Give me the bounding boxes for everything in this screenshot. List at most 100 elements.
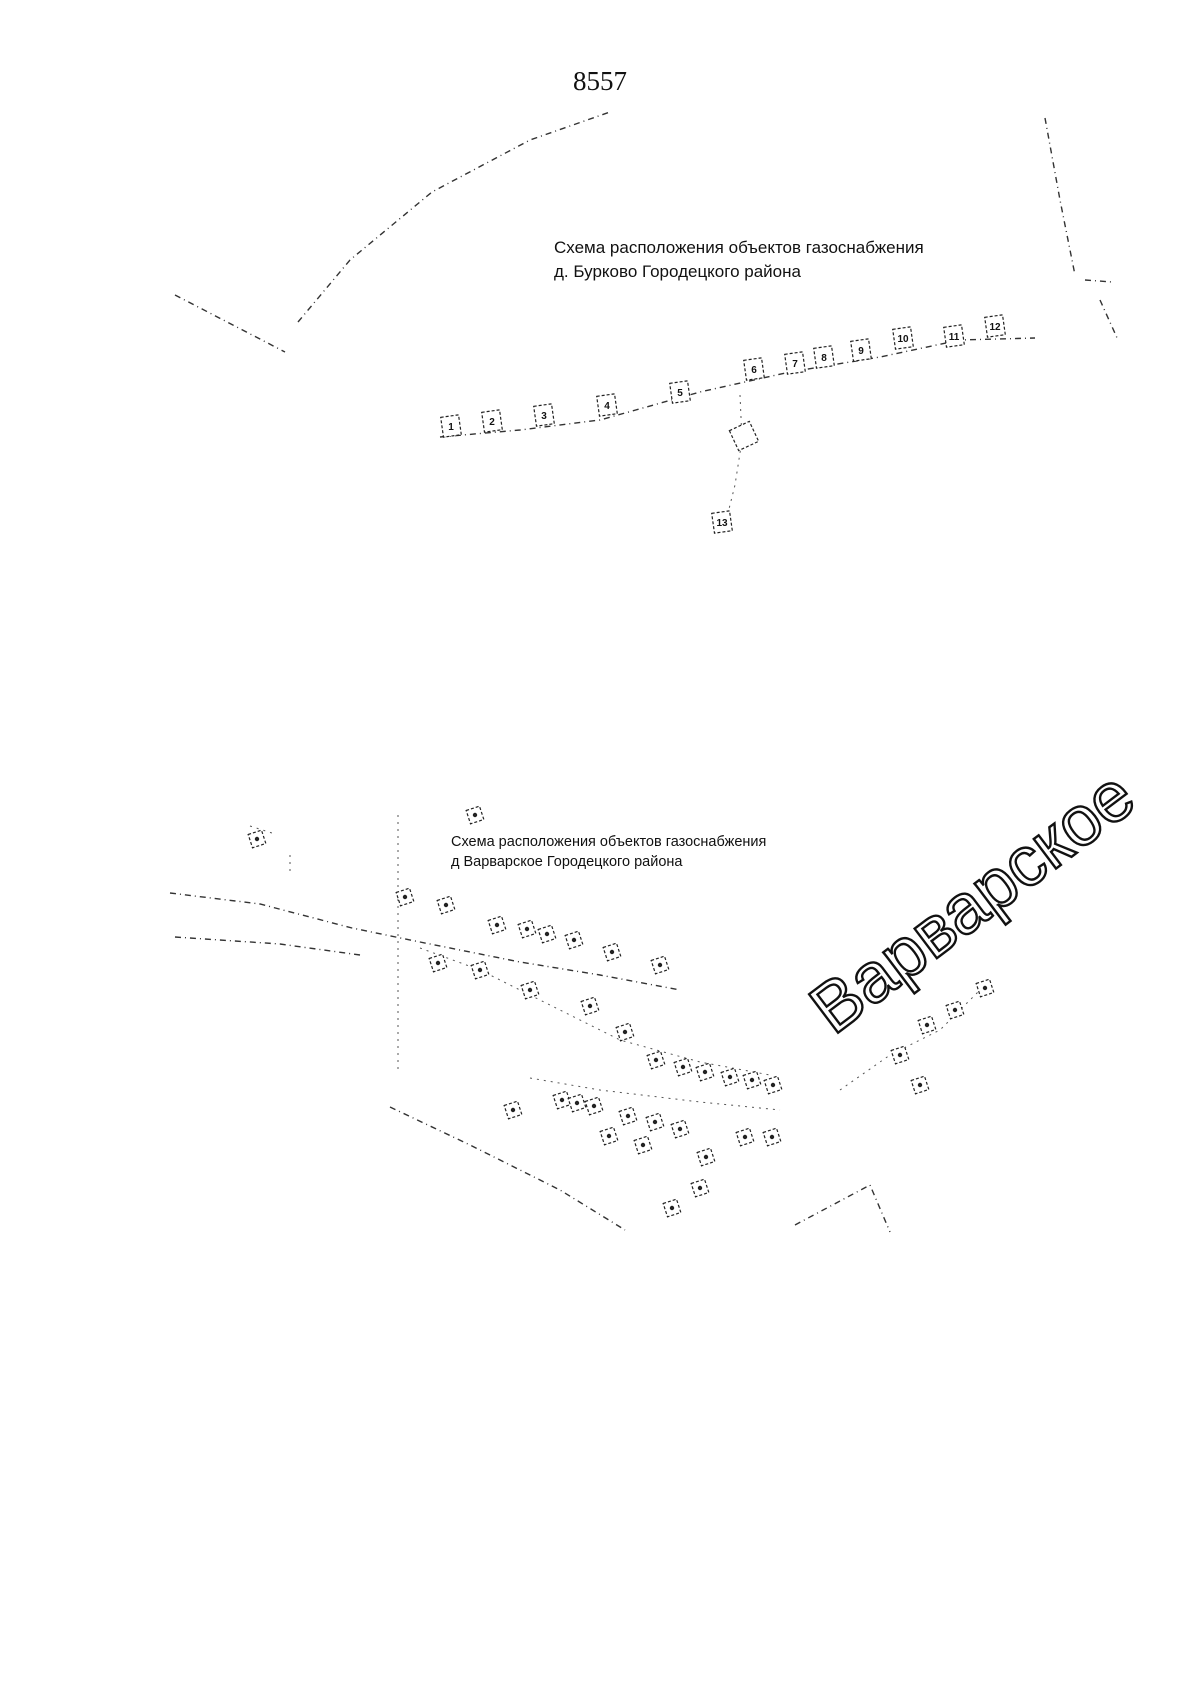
burkovo-house-12: 12 <box>984 314 1006 338</box>
burkovo-house-9: 9 <box>850 338 872 362</box>
varvarskoe-map <box>169 805 995 1233</box>
burkovo-caption-line1: Схема расположения объектов газоснабжени… <box>554 238 924 257</box>
varvarskoe-house-dot <box>669 1205 675 1211</box>
varvarskoe-house-dot <box>770 1082 776 1088</box>
burkovo-house-8: 8 <box>813 345 835 369</box>
varvarskoe-house-dot <box>254 836 260 842</box>
varvarskoe-house-dot <box>625 1113 631 1119</box>
varvarskoe-house-dot <box>653 1057 659 1063</box>
varvarskoe-house-dot <box>559 1097 565 1103</box>
varvarskoe-house-dot <box>524 926 530 932</box>
varvarskoe-house-dot <box>609 949 615 955</box>
burkovo-house-4: 4 <box>596 393 618 417</box>
varvarskoe-house-dot <box>917 1082 923 1088</box>
varvarskoe-house-dot <box>657 962 663 968</box>
varvarskoe-house-dot <box>952 1007 958 1013</box>
house-number-label: 6 <box>751 365 757 376</box>
varvarskoe-house-dot <box>769 1134 775 1140</box>
varvarskoe-houses <box>247 805 995 1218</box>
varvarskoe-street-1 <box>419 947 771 1076</box>
burkovo-house-11: 11 <box>943 324 965 348</box>
house-number-label: 7 <box>792 359 798 370</box>
varvarskoe-house-dot <box>640 1142 646 1148</box>
house-number-label: 3 <box>541 411 547 422</box>
burkovo-house-6: 6 <box>743 357 765 381</box>
varvarskoe-house-dot <box>702 1069 708 1075</box>
house-number-label: 9 <box>858 346 864 357</box>
varvarskoe-house-dot <box>402 894 408 900</box>
varvarskoe-house-dot <box>749 1077 755 1083</box>
varvarskoe-house-dot <box>494 922 500 928</box>
varvarskoe-caption: Схема расположения объектов газоснабжени… <box>451 832 766 872</box>
house-outline <box>813 345 835 369</box>
varvarskoe-caption-line1: Схема расположения объектов газоснабжени… <box>451 834 767 850</box>
house-number-label: 12 <box>989 322 1001 333</box>
varvarskoe-house-dot <box>606 1133 612 1139</box>
varvarskoe-house-dot <box>527 987 533 993</box>
varvarskoe-road-lower <box>174 936 361 956</box>
varvarskoe-street-2 <box>529 1077 781 1111</box>
varvarskoe-house-dot <box>571 937 577 943</box>
house-outline <box>440 414 462 438</box>
varvarskoe-house-dot <box>443 902 449 908</box>
burkovo-caption: Схема расположения объектов газоснабжени… <box>554 236 924 284</box>
varvarskoe-house-dot <box>510 1107 516 1113</box>
house-outline <box>892 326 914 350</box>
varvarskoe-house-dot <box>622 1029 628 1035</box>
house-outline <box>711 510 733 534</box>
page-number: 8557 <box>573 66 627 96</box>
house-outline <box>596 393 618 417</box>
house-number-label: 10 <box>897 334 909 345</box>
varvarskoe-house-dot <box>472 812 478 818</box>
burkovo-house-13: 13 <box>711 510 733 534</box>
varvarskoe-house-dot <box>435 960 441 966</box>
burkovo-house-2: 2 <box>481 409 503 433</box>
varvarskoe-house-dot <box>574 1100 580 1106</box>
varvarskoe-house-dot <box>727 1074 733 1080</box>
varvarskoe-south-boundary <box>389 1106 891 1233</box>
burkovo-house-7: 7 <box>784 351 806 375</box>
varvarskoe-caption-line2: д Варварское Городецкого района <box>451 854 683 870</box>
varvarskoe-house-dot <box>680 1064 686 1070</box>
house-outline <box>481 409 503 433</box>
varvarskoe-house-dot <box>897 1052 903 1058</box>
house-outline <box>669 380 691 404</box>
varvarskoe-house-dot <box>477 967 483 973</box>
varvarskoe-house-dot <box>742 1134 748 1140</box>
varvarskoe-house-dot <box>652 1119 658 1125</box>
house-outline <box>984 314 1006 338</box>
varvarskoe-house-dot <box>587 1003 593 1009</box>
house-number-label: 13 <box>716 518 728 529</box>
varvarskoe-house-dot <box>924 1022 930 1028</box>
house-number-label: 4 <box>604 401 610 412</box>
house-number-label: 2 <box>489 417 495 428</box>
house-number-label: 11 <box>949 332 960 343</box>
varvarskoe-house-dot <box>544 931 550 937</box>
house-number-label: 8 <box>821 353 827 364</box>
burkovo-house-1: 1 <box>440 414 462 438</box>
burkovo-boundary <box>174 111 1119 353</box>
burkovo-branch <box>724 394 743 526</box>
varvarskoe-road-upper <box>169 892 681 991</box>
burkovo-house-10: 10 <box>892 326 914 350</box>
varvarskoe-house-dot <box>982 985 988 991</box>
burkovo-house-5: 5 <box>669 380 691 404</box>
house-number-label: 1 <box>448 422 454 433</box>
varvarskoe-west-stub <box>249 825 291 875</box>
burkovo-gas-line <box>439 337 1036 438</box>
house-outline <box>943 324 965 348</box>
varvarskoe-house-dot <box>703 1154 709 1160</box>
house-outline <box>784 351 806 375</box>
burkovo-building-outline <box>728 420 760 452</box>
house-outline <box>533 403 555 427</box>
house-outline <box>743 357 765 381</box>
varvarskoe-house-dot <box>677 1126 683 1132</box>
burkovo-caption-line2: д. Бурково Городецкого района <box>554 262 801 281</box>
house-number-label: 5 <box>677 388 683 399</box>
varvarskoe-house-dot <box>697 1185 703 1191</box>
house-outline <box>850 338 872 362</box>
burkovo-house-3: 3 <box>533 403 555 427</box>
